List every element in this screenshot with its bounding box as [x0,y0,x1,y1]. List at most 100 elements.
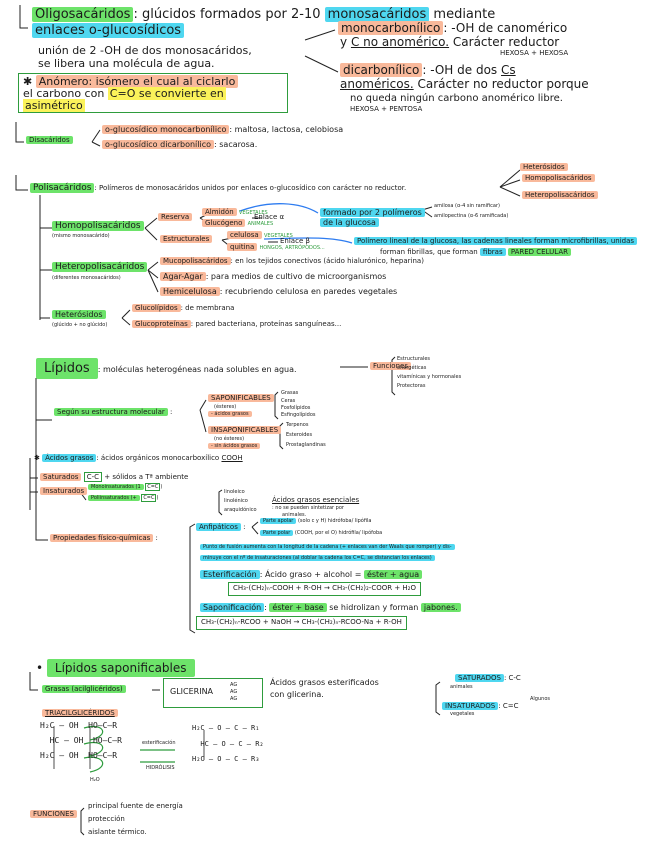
hemicelulosa: Hemicelulosa: recubriendo celulosa en pa… [160,287,397,297]
polar-line: Parte polar (COOH, por el O) hidrófila/ … [260,530,383,537]
oligo-enlaces-text: enlaces o-glucosídicos [32,23,185,38]
amilosa: amilosa (α-4 sin ramificar) [434,203,500,209]
fusion-1: Punto de fusión aumenta con la longitud … [200,544,455,551]
fibras-text: fibras [479,248,506,256]
saturados-cc: C-C [83,472,103,482]
dicarb-anom: anoméricos. [340,77,414,91]
anomero-box: ✱ Anómero: isómero el cual al ciclarlo e… [18,73,288,113]
segun-label: Según su estructura molecular : [54,408,172,417]
sap-item-0: Grasas [281,390,299,396]
lipsap-saturados: SATURADOS: C-C [455,674,521,683]
lipsap-sat-sub: animales [450,684,473,690]
agar-text: Agar-Agar [160,272,206,281]
reserva-label: Reserva [158,213,193,222]
poliins-c: C=C [141,494,157,502]
polimero-2-text: forman fibrillas, que forman [380,248,478,256]
lipsap-header: • Lípidos saponificables [36,659,195,677]
fun-1: principal fuente de energía [88,802,183,810]
dicarb-title: dicarbonílico [340,63,423,77]
polar-def: (COOH, por el O) hidrófila/ lipófoba [294,530,383,536]
h2o-label: H₂O [90,777,100,783]
polisac-right-1-text: Heterósidos [520,163,568,171]
segun-text: Según su estructura molecular [54,408,168,416]
estructurales-text: Estructurales [160,235,213,243]
estructurales-label: Estructurales [160,235,213,244]
oligo-def1: : glúcidos formados por 2-10 [133,7,321,22]
lipsap-desc-1: Ácidos grasos esterificados [270,678,379,687]
quitina: quitina HONGOS, ARTRÓPODOS... [227,243,325,252]
insapon-sub-1: (no ésteres) [214,436,245,442]
saponificacion-line: Saponificación: éster + base se hidroliz… [200,603,461,613]
saponificacion-label: Saponificación [200,603,265,612]
dicarb-line-2: anoméricos. Carácter no reductor porque [340,77,589,91]
insapon-sub-2-text: - sin ácidos grasos [208,443,261,449]
glucolipidos-text: Glucolípidos [132,304,181,312]
anomero-line-2: el carbono con C=O se convierte en [23,87,283,101]
anomero-text-3: asimétrico [23,99,85,113]
almidon-text: Almidón [202,208,237,216]
grasas-label: Grasas (acilglicéridos) [42,685,126,694]
sapon-sub-1: (ésteres) [214,404,237,410]
glucolipidos: Glucolípidos: de membrana [132,304,234,313]
poliins-text: Poliinsaturados (+ [88,495,140,501]
sapon-text: SAPONIFICABLES [208,394,274,402]
amilopectina: amilopectina (α-6 ramificada) [434,213,509,219]
esenciales-def-2: animales. [282,512,307,518]
lipidos-funciones-text: Funciones [370,362,411,370]
fusion-2-text: minuye con el nº de insaturaciones (al d… [200,555,435,561]
triacil-text: TRIACILGLICÉRIDOS [42,709,118,717]
insapon-text: INSAPONIFICABLES [208,426,282,434]
quitina-text: quitina [227,243,258,251]
esterificacion-def1: : Ácido graso + alcohol = [259,570,362,579]
glucogeno-text: Glucógeno [202,219,246,227]
almidon: Almidón VEGETALES [202,208,268,217]
formado-2-text: de la glucosa [320,218,379,227]
oligo-union-1: unión de 2 -OH de dos monosacáridos, [38,44,252,57]
lipsap-insat-sub-2: vegetales [450,711,475,717]
pared-text: PARED CELULAR [507,248,571,256]
disac-di: o-glucosídico dicarbonílico [102,140,215,149]
glicerina: GLICERINA [170,687,214,696]
monoins-c: C=C [145,483,161,491]
monocarb-title: monocarbonílico [338,21,444,35]
lipidos-title: Lípidos [36,358,98,379]
esenciales-text: Ácidos grasos esenciales [272,496,360,504]
dicarb-def2: Carácter no reductor porque [417,77,589,91]
lipsap-insaturados: INSATURADOS: C=C [442,702,518,711]
homo-sub: (mismo monosacárido) [52,233,110,239]
glucoproteinas-def: : pared bacteriana, proteínas sanguíneas… [190,320,342,328]
grasas-text: Grasas (acilglicéridos) [42,685,126,693]
insap-item-0: Terpenos [286,422,309,428]
oligo-header: Oligosacáridos: glúcidos formados por 2-… [32,7,495,22]
polar-label: Parte polar [260,530,294,536]
disac-label-text: Disacáridos [26,136,73,144]
lipidos-funciones: Funciones [370,362,411,371]
quitina-tag: HONGOS, ARTRÓPODOS... [259,245,325,251]
oligo-mono: monosacáridos [324,7,430,22]
fusion-2: minuye con el nº de insaturaciones (al d… [200,555,435,562]
anomero-ceo: C=O se convierte en [107,87,226,101]
insaturados-text: Insaturados [40,487,88,495]
lipsap-insaturados-text: INSATURADOS [442,702,499,710]
reserva-text: Reserva [158,213,193,221]
polimero-1-text: Polímero lineal de la glucosa, las caden… [354,237,638,245]
monocarb-def3: Carácter reductor [452,35,560,49]
formado: formado por 2 polímeros [320,208,425,218]
lipsap-insat-sub-1: Algunos [530,696,550,702]
ag-0: AG [230,682,238,688]
anomero-line-3: asimétrico [23,99,283,113]
ag-1: AG [230,689,238,695]
polisac-right-2-text: Homopolisacáridos [522,174,595,182]
lipidos-def: : moléculas heterogéneas nada solubles e… [97,365,297,374]
polisac-right-2: Homopolisacáridos [522,174,595,183]
dicarb-hexosa: HEXOSA + PENTOSA [350,105,423,113]
saponificacion-eq: CH₃-(CH₂)ₙ-RCOO + NaOH → CH₃-(CH₂)ₙ-RCOO… [196,616,407,630]
formado-text: formado por 2 polímeros [320,208,425,217]
fun-3: aislante térmico. [88,828,147,836]
anfipaticos-text: Anfipáticos [196,523,241,531]
monoins-line: Monoinsaturados (1 C=C) [88,483,162,491]
anomero-text-1: Anómero: isómero el cual al ciclarlo [35,75,239,88]
insap-item-2: Prostaglandinas [286,442,326,448]
disac-mono-line: o-glucosídico monocarbonílico: maltosa, … [102,125,343,135]
polisac-right-1: Heterósidos [520,163,568,172]
